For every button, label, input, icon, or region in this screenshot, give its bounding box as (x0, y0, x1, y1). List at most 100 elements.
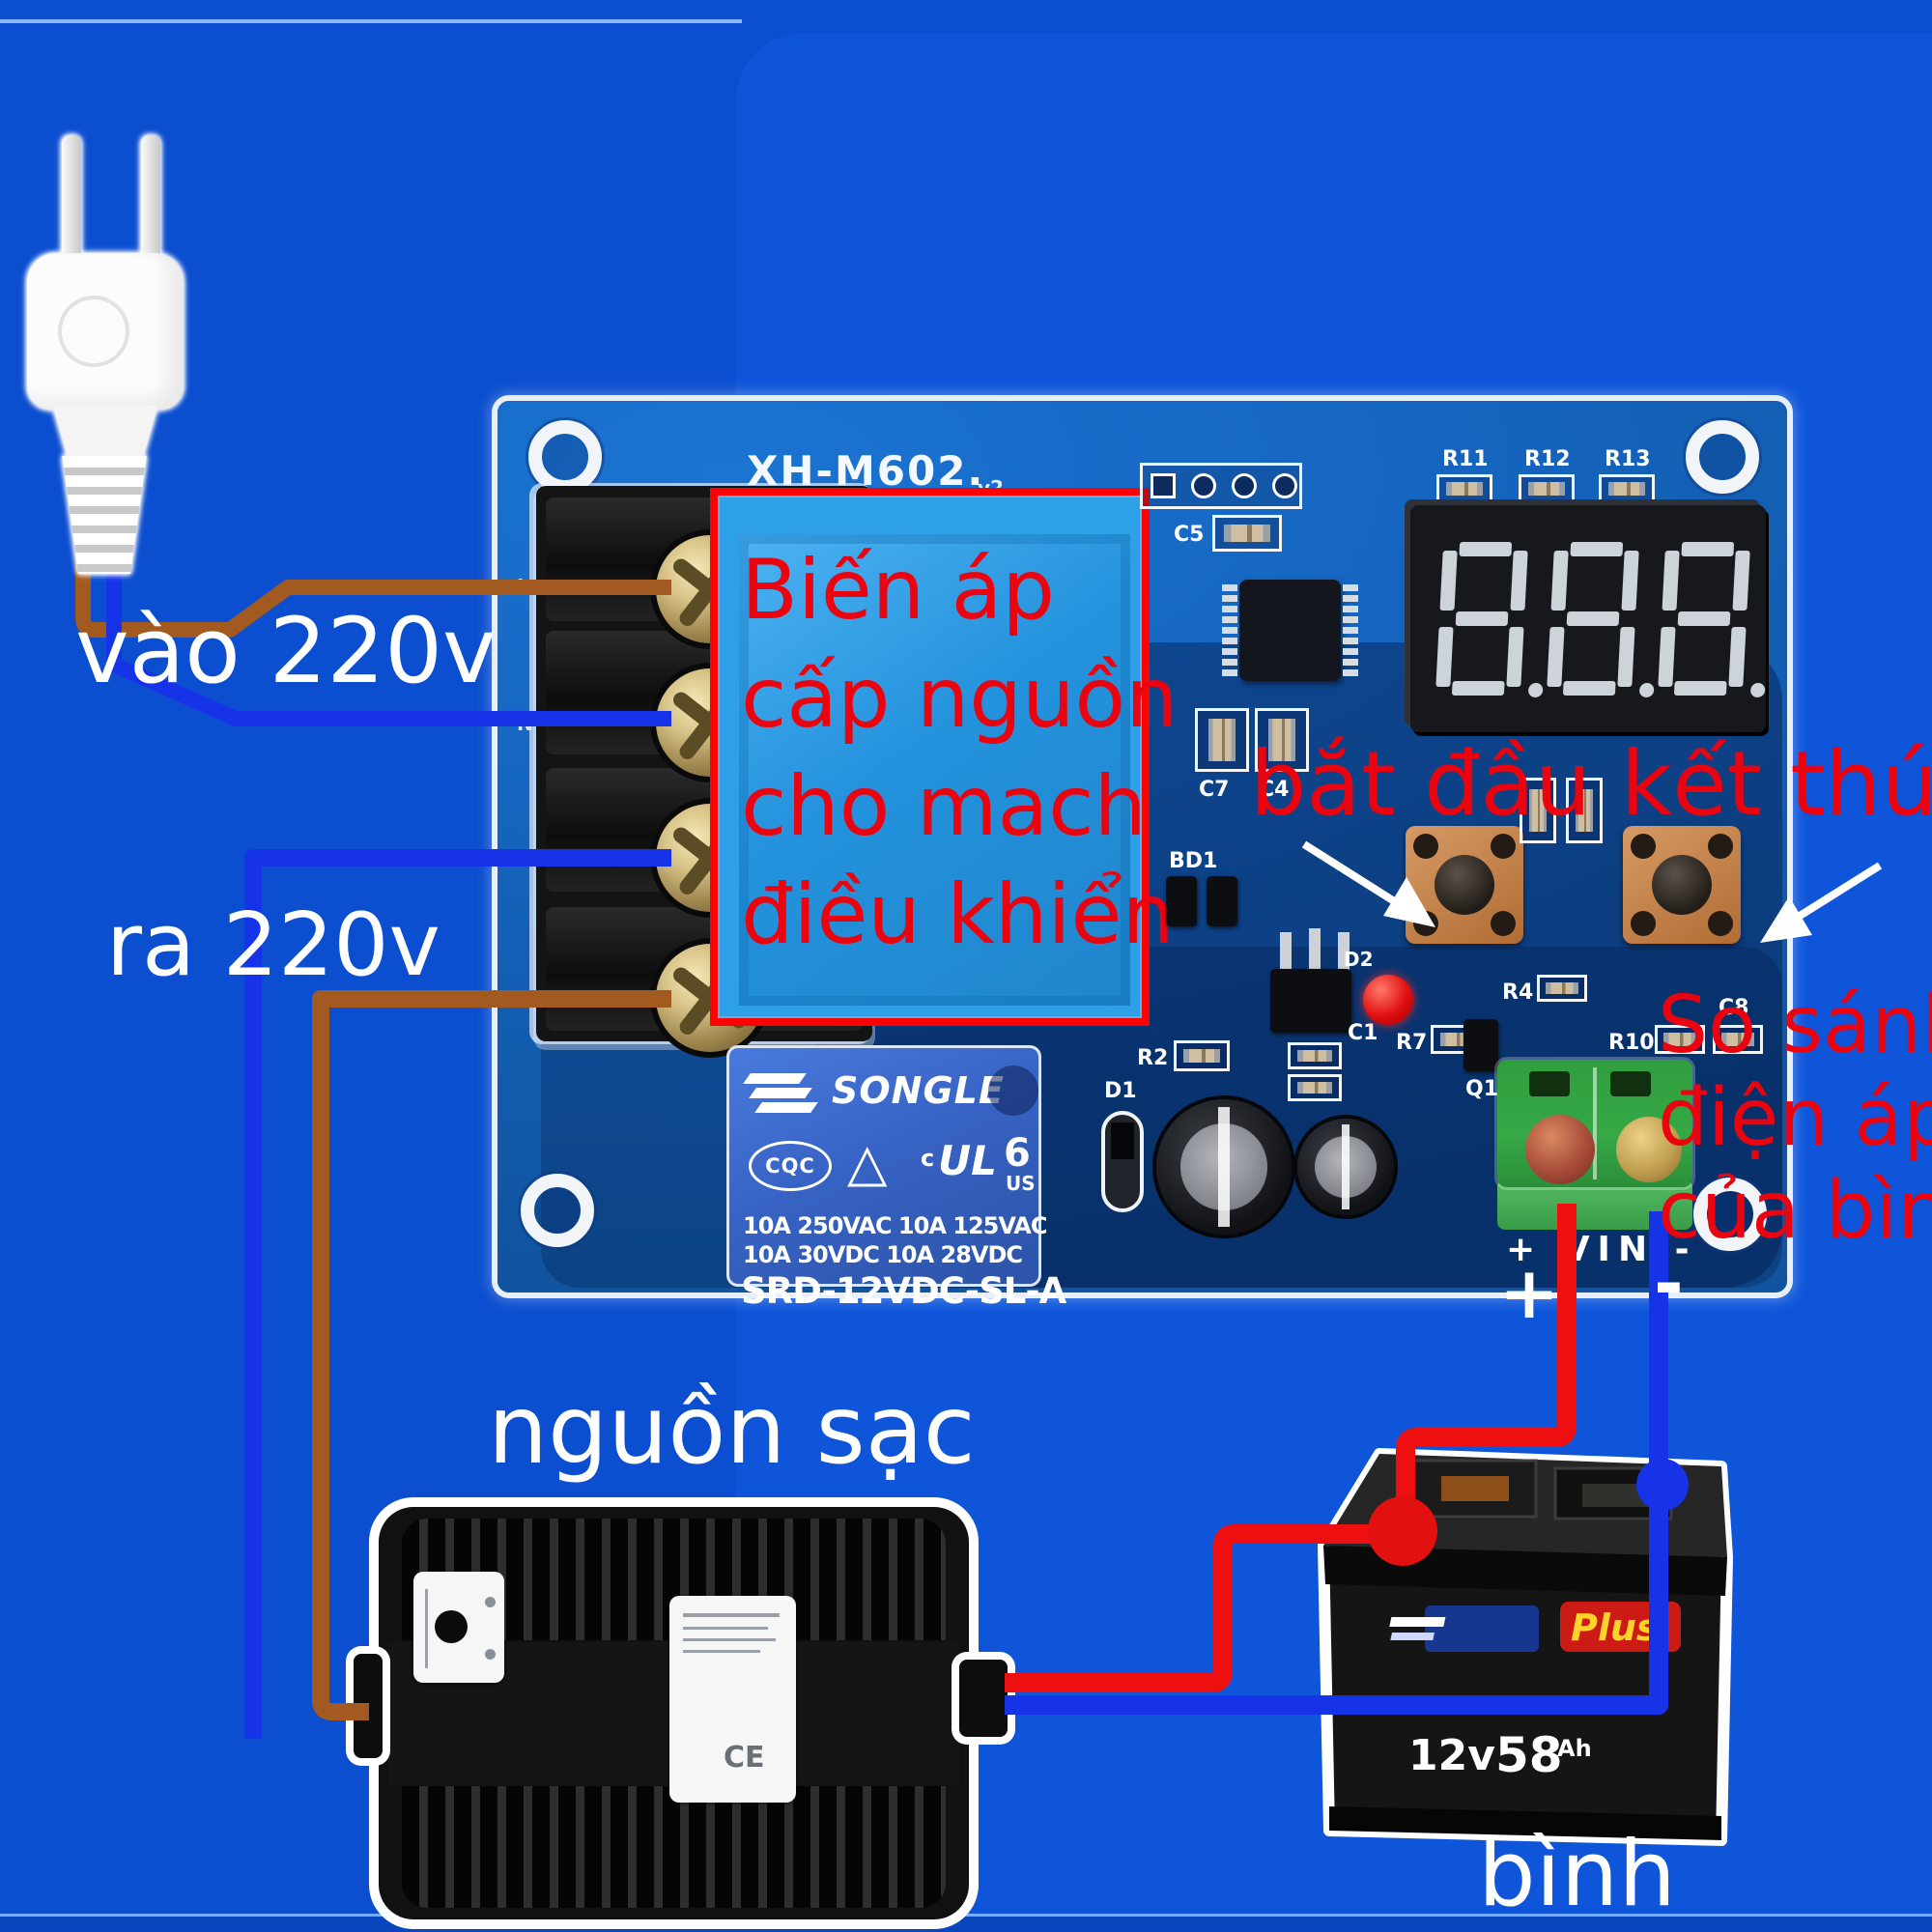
ul-us: US (1006, 1172, 1036, 1195)
resistor-R10 (1655, 1025, 1705, 1054)
diode-bridge-part (1166, 876, 1197, 926)
battery-brand-logo (1425, 1605, 1539, 1652)
electrolytic-capacitor-large (1156, 1099, 1292, 1235)
relay-rating-line1: 10A 250VAC 10A 125VAC (743, 1212, 1047, 1239)
button-corner-pin (1631, 834, 1656, 859)
led-D2-icon (1363, 975, 1413, 1025)
label-compare: So sánh điện áp của bình (1658, 980, 1932, 1258)
plug-neck (52, 406, 158, 462)
battery-image: Plus 12v 58 Ah (1318, 1448, 1733, 1846)
battery-positive-post (1379, 1515, 1426, 1540)
segment (1617, 627, 1635, 687)
smd-body (1224, 525, 1270, 542)
button-corner-pin (1491, 911, 1516, 936)
background-bottom-line (0, 1914, 1932, 1917)
transformer-annotation-line: cấp nguồn (741, 650, 1179, 747)
charger-unit: CE (354, 1507, 1008, 1919)
vin-plus-screw (1525, 1115, 1595, 1184)
plug-prong (62, 135, 81, 263)
charger-spec-label: CE (669, 1596, 796, 1803)
silkscreen-R11: R11 (1442, 447, 1489, 471)
pcb-board: XH-M602. v2 L N ~ ~ Biến áp cấp nguồn ch… (497, 401, 1787, 1312)
label-stop: kết thúc (1621, 732, 1932, 836)
silkscreen-C4: C4 (1259, 778, 1290, 802)
ic-pin (1343, 638, 1358, 644)
relay-logo-bar (749, 1088, 812, 1098)
relay: SONGLE CQC △ c UL 6 US 10A 250VAC 10A 12… (726, 1045, 1066, 1312)
silkscreen-tilde: ~ (517, 850, 533, 873)
silkscreen-R2: R2 (1137, 1046, 1169, 1070)
silkscreen-D1: D1 (1104, 1079, 1137, 1103)
diode-D1 (1101, 1111, 1144, 1212)
button-corner-pin (1413, 911, 1438, 936)
silkscreen-C5: C5 (1174, 523, 1205, 547)
silkscreen-Q1: Q1 (1465, 1077, 1499, 1101)
silkscreen-N: N (517, 712, 533, 735)
label-input-220v: vào 220v (75, 599, 497, 704)
label-text-line (683, 1638, 776, 1641)
segment (1621, 551, 1639, 611)
diode-band (1111, 1122, 1134, 1159)
smd-part (1288, 1074, 1342, 1101)
segment (1510, 551, 1528, 611)
button-cap[interactable] (1435, 855, 1494, 915)
smd-body (1446, 482, 1483, 496)
charger-fins-bottom (402, 1786, 946, 1908)
header-pad (1151, 473, 1176, 498)
silkscreen-R13: R13 (1605, 447, 1651, 471)
smd-part (1566, 778, 1603, 843)
triangle-cert-icon: △ (847, 1132, 888, 1193)
segment (1673, 681, 1727, 696)
background-top-line (0, 19, 742, 23)
transformer-annotation: Biến áp cấp nguồn cho mach điều khiển (741, 536, 1179, 969)
relay-rating-line2: 10A 30VDC 10A 28VDC (743, 1241, 1023, 1268)
segment (1677, 611, 1731, 626)
transformer-annotation-line: điều khiển (741, 867, 1175, 963)
button-corner-pin (1413, 834, 1438, 859)
vin-minus-screw (1616, 1117, 1682, 1182)
resistor-R13 (1599, 474, 1655, 503)
segment (1451, 681, 1505, 696)
ac-plug (0, 116, 232, 599)
silkscreen-D2: D2 (1344, 948, 1374, 971)
capacitor-C5 (1212, 515, 1282, 552)
ic-pin (1222, 648, 1237, 655)
button-cap[interactable] (1652, 855, 1712, 915)
segment (1506, 627, 1524, 687)
label-compare-line: điện áp (1658, 1072, 1932, 1164)
label-battery: bình (1478, 1822, 1676, 1927)
seven-segment-display (1410, 505, 1766, 732)
transistor-leg (1309, 928, 1321, 971)
silkscreen-tilde: ~ (517, 988, 533, 1011)
segment (1681, 542, 1735, 556)
label-compare-line: So sánh (1658, 980, 1932, 1071)
ic-pin (1343, 648, 1358, 655)
smd-body (1208, 719, 1236, 761)
ul-number: 6 (1004, 1131, 1031, 1176)
ic-pin (1222, 638, 1237, 644)
smd-body (1663, 1033, 1696, 1046)
button-corner-pin (1708, 911, 1733, 936)
brand-logo-mark (1389, 1617, 1446, 1627)
label-output-220v: ra 220v (106, 895, 440, 996)
smd-body (1528, 482, 1565, 496)
smd-body (1721, 1033, 1754, 1046)
silkscreen-R4: R4 (1502, 980, 1534, 1005)
stop-push-button[interactable] (1623, 826, 1741, 944)
battery-capacity: 58 (1495, 1727, 1563, 1783)
label-screw-dot (485, 1649, 496, 1660)
silkscreen-L: L (517, 575, 529, 598)
battery-bottom-shade (1329, 1806, 1721, 1840)
silkscreen-C1: C1 (1348, 1021, 1378, 1045)
ic-pin (1222, 659, 1237, 666)
ic-pin (1222, 595, 1237, 602)
charger-small-label (413, 1572, 504, 1683)
vin-plus-mark: + (1499, 1252, 1560, 1335)
segment-dot (1527, 683, 1544, 697)
smd-body (1576, 789, 1593, 832)
start-push-button[interactable] (1406, 826, 1523, 944)
ic-pin (1343, 659, 1358, 666)
label-compare-line: của bình (1658, 1165, 1932, 1257)
segment-dot (1749, 683, 1766, 697)
smd-body (1183, 1048, 1220, 1064)
